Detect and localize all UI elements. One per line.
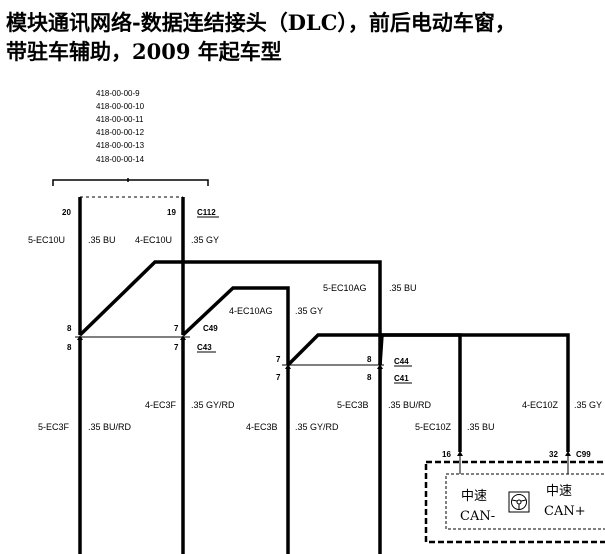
- wire-id: 5-EC10Z: [415, 422, 452, 432]
- pin-numbers: 20 19 8 8 7 7 7 7 8 8 16 32: [62, 208, 558, 459]
- connector-c41: C41: [394, 374, 409, 383]
- page-ref: 418-00-00-11: [96, 115, 144, 124]
- wire-id: 5-EC10U: [28, 235, 65, 245]
- wire-spec: .35 GY/RD: [191, 400, 235, 410]
- connector-c99: C99: [576, 450, 591, 459]
- diagram-title: 模块通讯网络-数据连结接头（DLC），前后电动车窗， 带驻车辅助，2009 年起…: [6, 8, 605, 66]
- pin-8-bottom: 8: [67, 343, 72, 352]
- arrow-marker: [457, 451, 463, 456]
- wheel-spokes: [511, 499, 527, 509]
- pin-32: 32: [549, 450, 558, 459]
- pin-7-bottom: 7: [174, 343, 179, 352]
- connector-c49: C49: [203, 324, 218, 333]
- wire-id: 5-EC10AG: [323, 283, 367, 293]
- wheel-hub: [516, 499, 522, 505]
- pin-19: 19: [167, 208, 176, 217]
- dlc-outer-frame: [424, 460, 605, 544]
- pin-8b-bottom: 8: [367, 373, 372, 382]
- dlc-connector: 中速 CAN- 中速 CAN+: [424, 456, 605, 544]
- dlc-inner-frame: [445, 473, 605, 530]
- wire-spec: .35 BU: [88, 235, 116, 245]
- can-low-label-2: CAN-: [460, 509, 495, 524]
- can-low-label-1: 中速: [461, 489, 487, 504]
- wire-bu-crossover: [78, 260, 183, 337]
- wire-id: 4-EC3F: [145, 400, 177, 410]
- pin-7b-top: 7: [276, 355, 281, 364]
- wire-id: 4-EC10AG: [229, 306, 273, 316]
- page-ref: 418-00-00-13: [96, 141, 145, 150]
- pin-20: 20: [62, 208, 71, 217]
- wire-bu-to-can-high: [378, 333, 570, 452]
- page-ref: 418-00-00-14: [96, 155, 145, 164]
- pin-7-top: 7: [174, 324, 179, 333]
- can-high-label-1: 中速: [546, 484, 572, 499]
- wire-gy-to-can-low: [286, 333, 462, 452]
- wire-id: 5-EC3B: [337, 400, 369, 410]
- wire-5-ec10ag: [183, 260, 382, 365]
- page-reference-list: 418-00-00-9 418-00-00-10 418-00-00-11 41…: [96, 89, 145, 164]
- connector-c112: C112: [197, 208, 216, 217]
- wire-spec: .35 GY: [574, 400, 602, 410]
- pin-16: 16: [442, 450, 451, 459]
- pin-7b-bottom: 7: [276, 373, 281, 382]
- wheel-rim: [511, 494, 527, 510]
- wire-group: [78, 197, 570, 554]
- wire-spec: .35 GY/RD: [295, 422, 339, 432]
- connector-c43: C43: [197, 343, 212, 352]
- reference-bracket: [52, 179, 209, 186]
- pin-8-top: 8: [67, 324, 72, 333]
- wire-4-ec10ag: [181, 286, 290, 365]
- title-line-1: 模块通讯网络-数据连结接头（DLC），前后电动车窗，: [6, 10, 516, 35]
- title-line-2: 带驻车辅助，2009 年起车型: [6, 39, 282, 64]
- page-ref: 418-00-00-10: [96, 102, 145, 111]
- arrow-marker: [377, 364, 383, 369]
- wire-spec: .35 BU/RD: [388, 400, 432, 410]
- wire-id: 4-EC10Z: [522, 400, 559, 410]
- pin-8b-top: 8: [367, 355, 372, 364]
- arrow-marker: [77, 335, 83, 340]
- wire-spec: .35 BU: [389, 283, 417, 293]
- wire-id: 4-EC3B: [246, 422, 278, 432]
- wire-labels: 5-EC10U .35 BU 4-EC10U .35 GY 5-EC10AG .…: [28, 235, 602, 432]
- arrow-marker: [565, 451, 571, 456]
- wire-id: 4-EC10U: [135, 235, 172, 245]
- page-ref: 418-00-00-12: [96, 128, 145, 137]
- steering-wheel-icon: [508, 491, 530, 513]
- connector-c44: C44: [394, 357, 409, 366]
- wire-spec: .35 BU/RD: [88, 422, 132, 432]
- wire-spec: .35 GY: [295, 306, 323, 316]
- page-ref: 418-00-00-9: [96, 89, 140, 98]
- can-high-label-2: CAN+: [544, 504, 586, 519]
- wire-id: 5-EC3F: [38, 422, 70, 432]
- connector-ids: C112 C49 C43 C44 C41 C99: [197, 208, 591, 459]
- wire-spec: .35 GY: [191, 235, 219, 245]
- icon-frame: [508, 491, 530, 513]
- connector-arrows: [77, 335, 571, 456]
- arrow-marker: [285, 364, 291, 369]
- wire-spec: .35 BU: [467, 422, 495, 432]
- arrow-marker: [180, 335, 186, 340]
